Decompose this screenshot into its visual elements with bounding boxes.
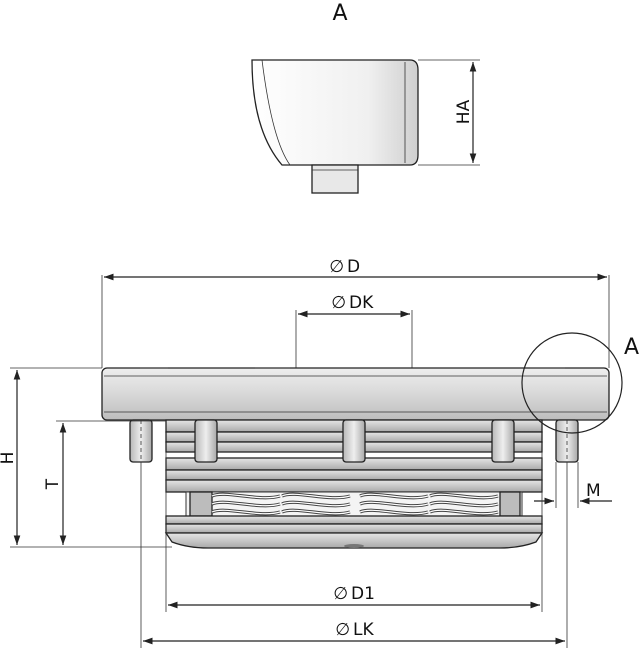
m-dimension: M [534, 462, 612, 508]
detail-body [251, 59, 419, 194]
d1-label: D1 [351, 584, 375, 604]
top-plate [101, 367, 610, 421]
d-label: D [347, 257, 360, 277]
ha-dimension: HA [418, 59, 480, 166]
lk-label: LK [353, 620, 374, 640]
dk-diameter-symbol: ∅ [331, 293, 346, 313]
ha-label: HA [454, 99, 474, 124]
t-dimension: T [43, 420, 166, 545]
t-label: T [43, 478, 63, 490]
lk-diameter-symbol: ∅ [335, 620, 350, 640]
detail-circle-a: A [521, 332, 639, 434]
dk-dimension: ∅ DK [295, 293, 413, 368]
d-dimension: ∅ D [104, 257, 607, 281]
lower-disc-stack [164, 515, 544, 549]
d1-dimension: ∅ D1 [165, 452, 543, 612]
springs [185, 491, 523, 517]
h-dimension: H [0, 367, 172, 548]
m-label: M [586, 481, 601, 501]
detail-title: A [332, 1, 347, 26]
h-label: H [0, 452, 18, 465]
main-assembly: ∅ D ∅ DK [0, 257, 639, 648]
detail-view-a: A HA [251, 1, 480, 194]
lk-dimension: ∅ LK [140, 462, 568, 648]
d-diameter-symbol: ∅ [329, 257, 344, 277]
dk-label: DK [349, 293, 374, 313]
d1-diameter-symbol: ∅ [333, 584, 348, 604]
detail-marker: A [624, 335, 639, 360]
guide-pins [129, 419, 579, 463]
